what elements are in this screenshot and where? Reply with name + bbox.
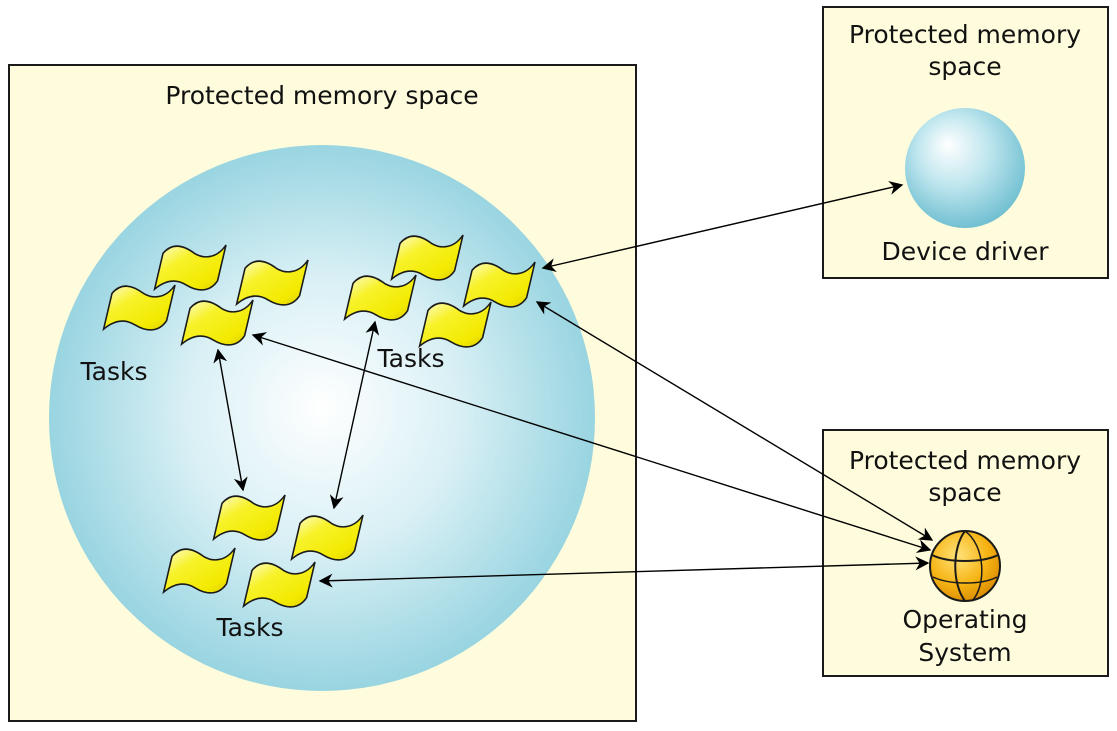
main-memory-space: Protected memory space — [8, 64, 637, 722]
arrow-bottom-os — [318, 556, 930, 588]
segmented-globe-icon — [929, 530, 1001, 602]
task-group-bottom: Tasks — [162, 494, 364, 642]
sphere-icon — [905, 108, 1025, 228]
os-memory-label-2: space — [928, 478, 1001, 507]
arrow-right-os — [535, 301, 934, 541]
main-memory-label: Protected memory space — [165, 81, 478, 110]
arrow-tasks-driver — [541, 181, 904, 272]
task-group-left: Tasks — [80, 244, 309, 386]
tasks-right-label: Tasks — [377, 344, 445, 373]
driver-memory-label-2: space — [928, 52, 1001, 81]
driver-memory-label-1: Protected memory — [849, 20, 1081, 49]
os-memory-label-1: Protected memory — [849, 446, 1081, 475]
tasks-left-label: Tasks — [80, 357, 148, 386]
connection-arrows — [213, 181, 934, 588]
os-memory-space: Protected memory space Operating System — [822, 429, 1109, 677]
device-driver-label: Device driver — [882, 237, 1050, 266]
os-label-2: System — [918, 638, 1011, 667]
tasks-bottom-label: Tasks — [216, 613, 284, 642]
driver-memory-space: Protected memory space Device driver — [822, 6, 1109, 279]
os-label-1: Operating — [903, 605, 1028, 634]
arrow-left-bottom — [213, 348, 248, 492]
